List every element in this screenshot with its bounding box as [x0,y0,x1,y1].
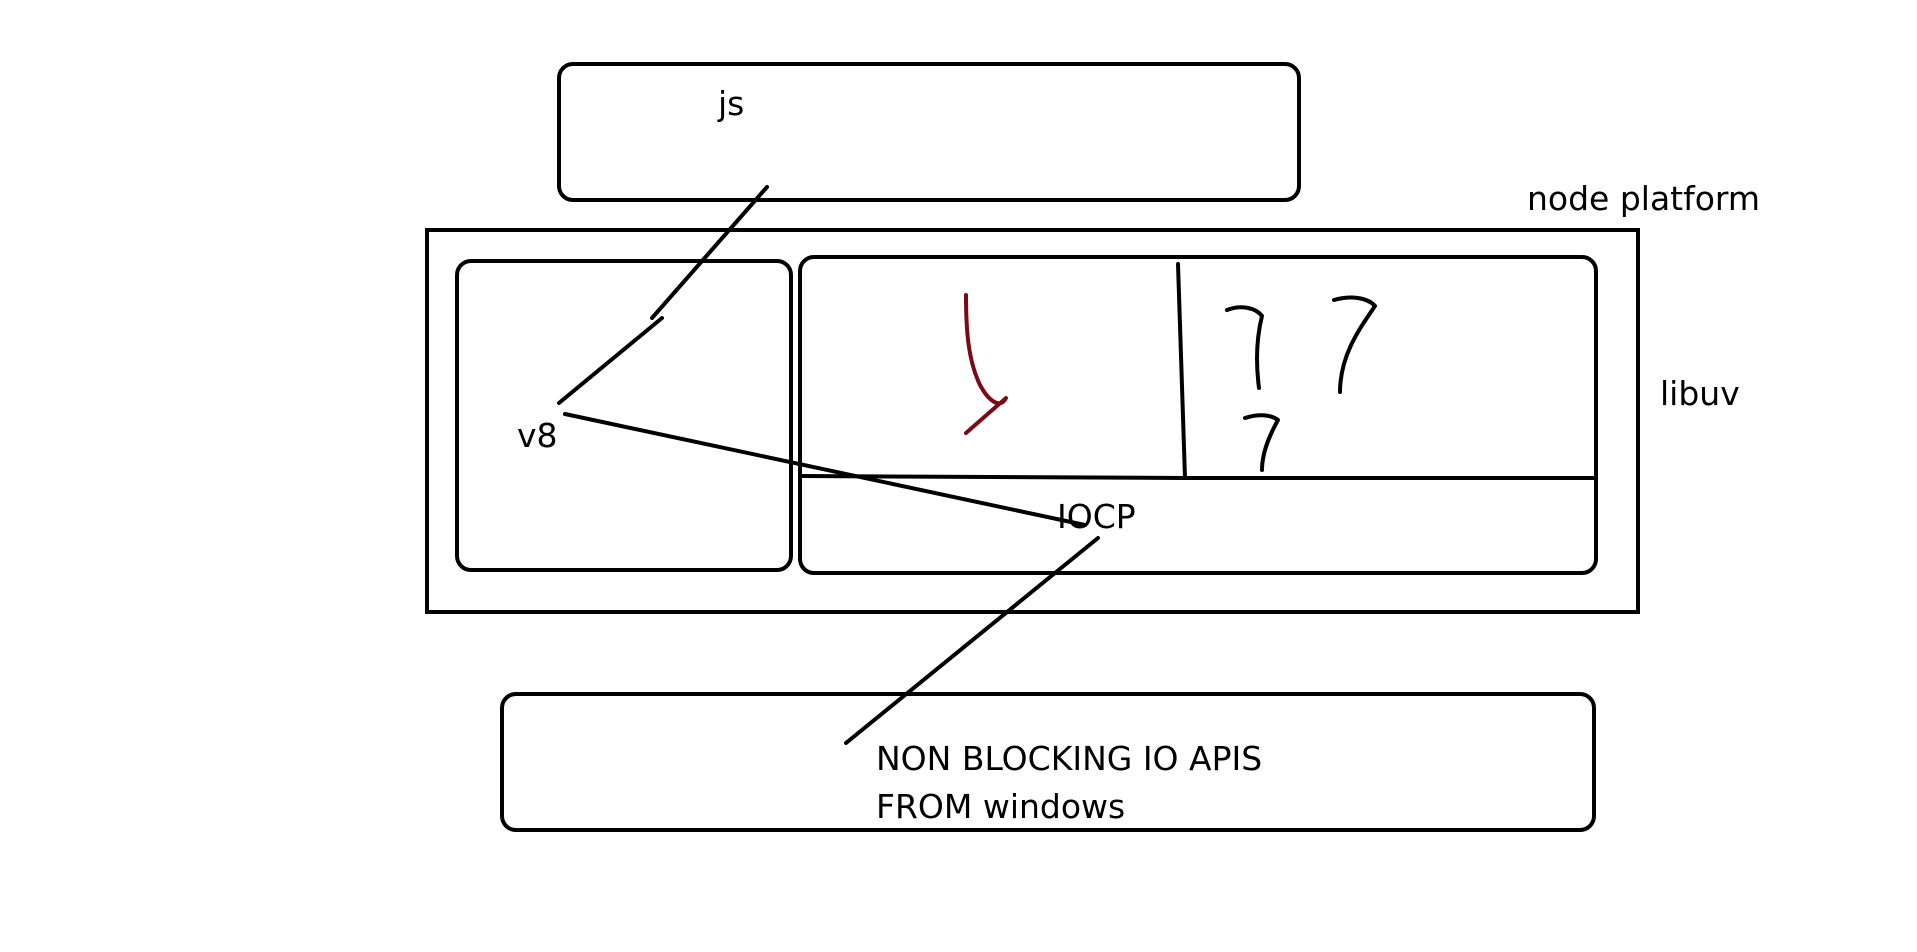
node-platform-label: node platform [1527,179,1760,218]
js-box [557,62,1301,202]
iocp-to-windows-connector [844,536,1100,745]
squiggle-seven-1 [1225,305,1264,390]
libuv-vertical-divider [1176,262,1187,480]
v8-label: v8 [517,416,558,455]
js-to-v8-connector-upper [650,185,769,320]
windows-io-label-line1: NON BLOCKING IO APIS [876,739,1262,778]
iocp-label: IOCP [1057,497,1136,536]
libuv-box [798,255,1598,575]
windows-io-box [500,692,1596,832]
squiggle-seven-3 [1243,413,1280,472]
v8-box [455,259,793,572]
node-platform-box [425,228,1640,614]
red-squiggle [964,293,1008,435]
js-label: js [717,84,744,123]
windows-io-label-line2: FROM windows [876,787,1125,826]
js-to-v8-connector-lower [557,316,664,405]
libuv-label: libuv [1660,374,1740,413]
libuv-horizontal-divider [800,474,1596,480]
v8-to-iocp-connector [563,412,1087,527]
squiggle-seven-2 [1332,295,1377,394]
